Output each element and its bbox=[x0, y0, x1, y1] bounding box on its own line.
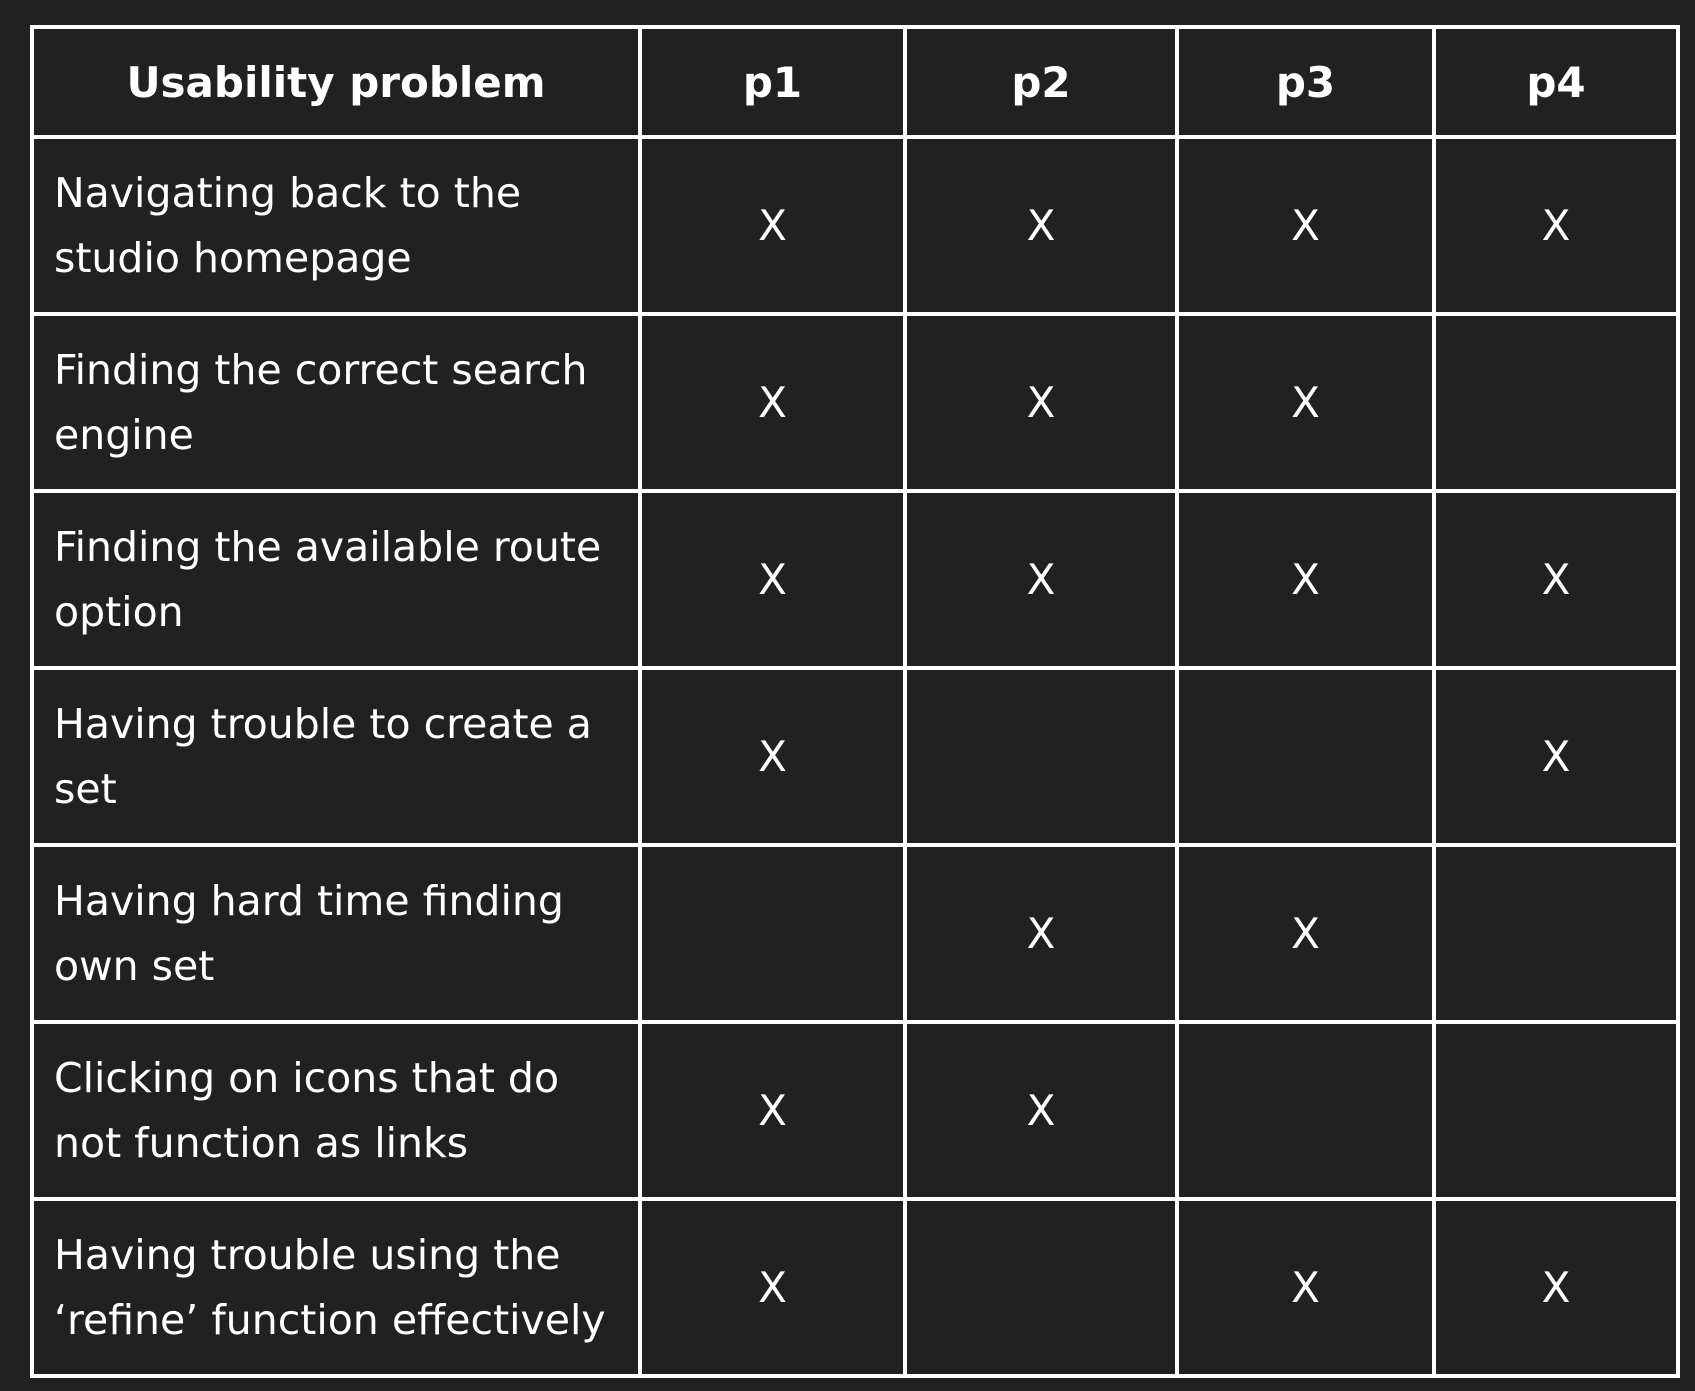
table-row: Navigating back to the studio homepage X… bbox=[30, 135, 1680, 316]
p3-cell bbox=[1175, 666, 1436, 847]
p1-cell: X bbox=[638, 312, 907, 493]
problem-cell: Having hard time finding own set bbox=[30, 843, 642, 1024]
p3-cell: X bbox=[1175, 489, 1436, 670]
p1-cell bbox=[638, 843, 907, 1024]
table-row: Having trouble to create a set X X bbox=[30, 666, 1680, 847]
p3-cell: X bbox=[1175, 135, 1436, 316]
p3-cell: X bbox=[1175, 843, 1436, 1024]
p1-cell: X bbox=[638, 489, 907, 670]
p3-cell bbox=[1175, 1020, 1436, 1201]
header-p4: p4 bbox=[1432, 25, 1680, 139]
table-row: Finding the available route option X X X… bbox=[30, 489, 1680, 670]
problem-cell: Having trouble using the ‘refine’ functi… bbox=[30, 1197, 642, 1378]
p2-cell: X bbox=[903, 312, 1179, 493]
header-p1: p1 bbox=[638, 25, 907, 139]
p4-cell bbox=[1432, 1020, 1680, 1201]
p4-cell: X bbox=[1432, 1197, 1680, 1378]
p1-cell: X bbox=[638, 135, 907, 316]
header-row: Usability problem p1 p2 p3 p4 bbox=[30, 25, 1680, 139]
p2-cell: X bbox=[903, 135, 1179, 316]
p4-cell: X bbox=[1432, 666, 1680, 847]
p3-cell: X bbox=[1175, 1197, 1436, 1378]
problem-cell: Finding the available route option bbox=[30, 489, 642, 670]
p1-cell: X bbox=[638, 1020, 907, 1201]
table-container: Usability problem p1 p2 p3 p4 Navigating… bbox=[30, 25, 1680, 1378]
header-p3: p3 bbox=[1175, 25, 1436, 139]
header-p2: p2 bbox=[903, 25, 1179, 139]
usability-problems-table: Usability problem p1 p2 p3 p4 Navigating… bbox=[30, 25, 1680, 1378]
p2-cell: X bbox=[903, 1020, 1179, 1201]
p4-cell bbox=[1432, 843, 1680, 1024]
problem-cell: Clicking on icons that do not function a… bbox=[30, 1020, 642, 1201]
header-usability-problem: Usability problem bbox=[30, 25, 642, 139]
p2-cell: X bbox=[903, 843, 1179, 1024]
p2-cell: X bbox=[903, 489, 1179, 670]
problem-cell: Finding the correct search engine bbox=[30, 312, 642, 493]
p1-cell: X bbox=[638, 666, 907, 847]
table-row: Finding the correct search engine X X X bbox=[30, 312, 1680, 493]
problem-cell: Navigating back to the studio homepage bbox=[30, 135, 642, 316]
table-row: Clicking on icons that do not function a… bbox=[30, 1020, 1680, 1201]
p4-cell bbox=[1432, 312, 1680, 493]
p2-cell bbox=[903, 666, 1179, 847]
table-row: Having trouble using the ‘refine’ functi… bbox=[30, 1197, 1680, 1378]
table-row: Having hard time finding own set X X bbox=[30, 843, 1680, 1024]
p3-cell: X bbox=[1175, 312, 1436, 493]
problem-cell: Having trouble to create a set bbox=[30, 666, 642, 847]
p4-cell: X bbox=[1432, 489, 1680, 670]
p4-cell: X bbox=[1432, 135, 1680, 316]
p2-cell bbox=[903, 1197, 1179, 1378]
p1-cell: X bbox=[638, 1197, 907, 1378]
